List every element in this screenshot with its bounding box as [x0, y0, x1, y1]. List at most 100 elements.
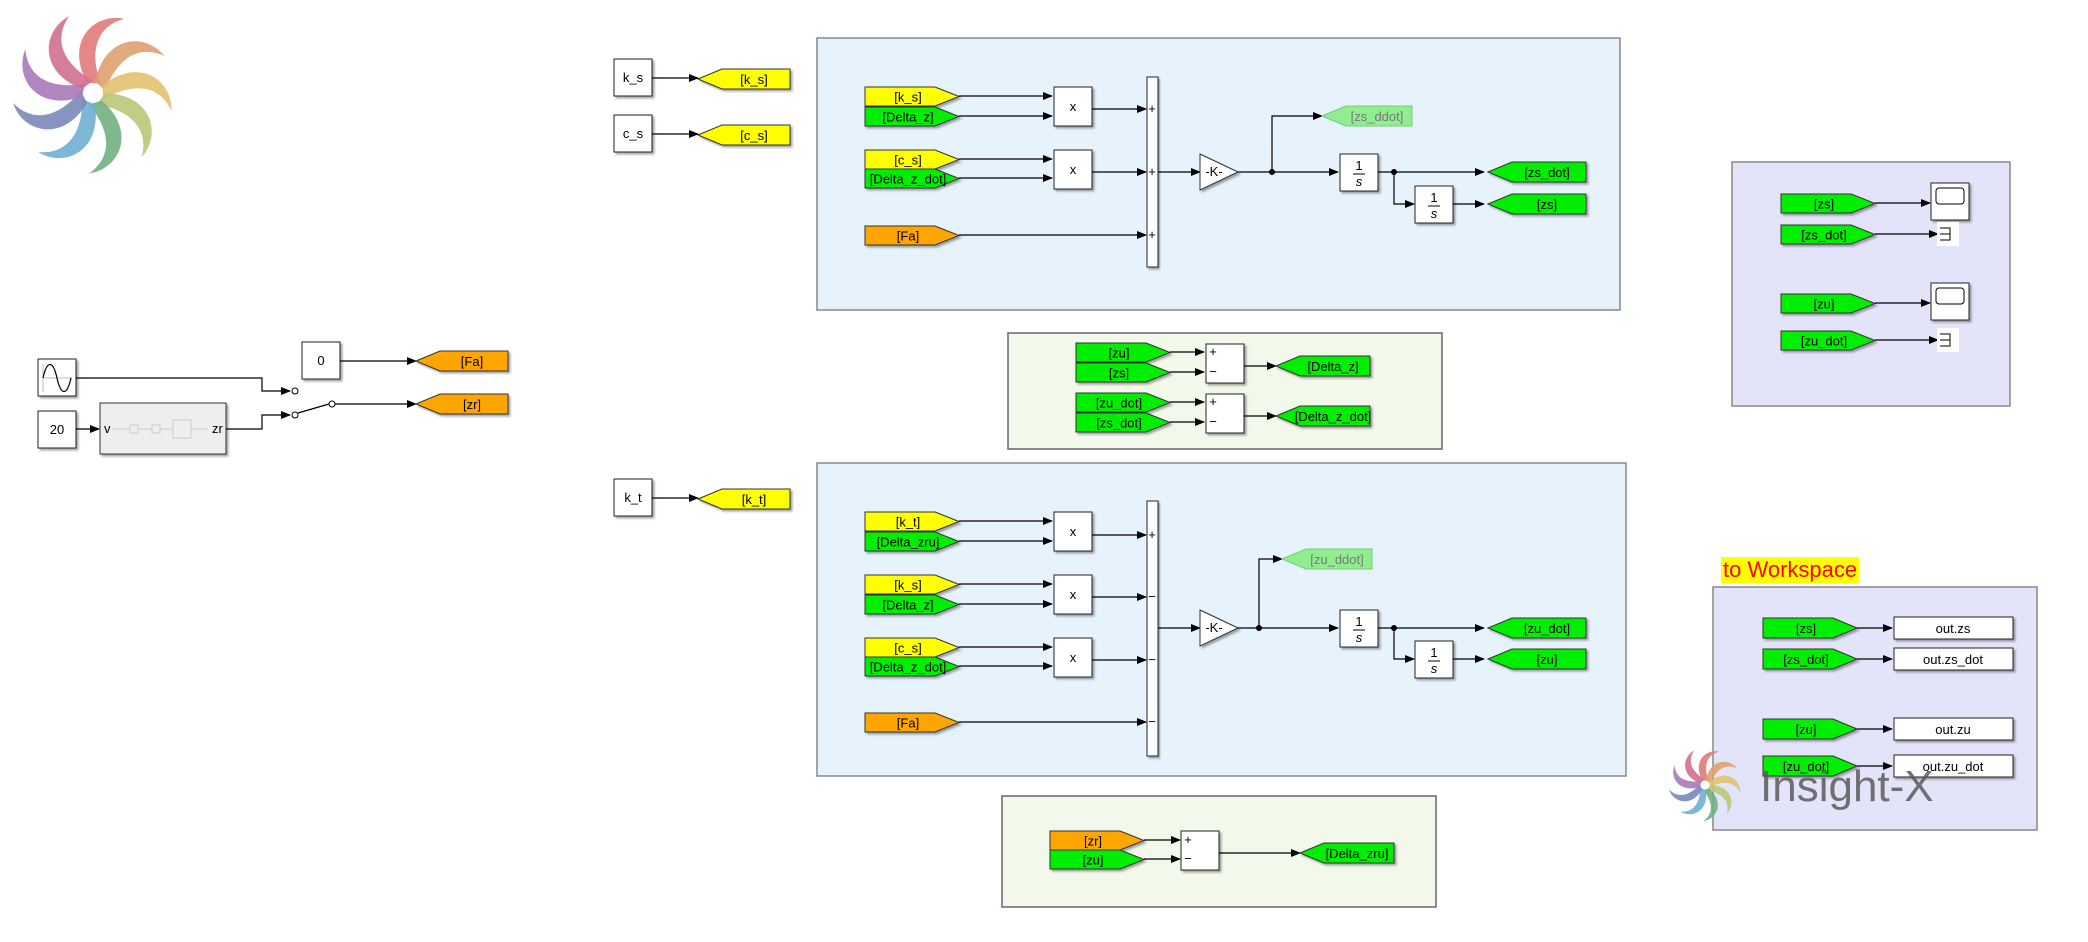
sum-sign: −	[1209, 414, 1217, 429]
tag-label: [Delta_zru]	[1326, 846, 1389, 861]
constant-0-block[interactable]: 0	[301, 341, 341, 380]
tag-label: [zs]	[1109, 366, 1129, 381]
goto-zu-dot[interactable]: [zu_dot]	[1486, 617, 1587, 639]
tag-label: [zu_ddot]	[1310, 552, 1364, 567]
road-profile-subsystem[interactable]: v zr	[99, 402, 227, 455]
from-tag[interactable]: [zu]	[1075, 342, 1172, 363]
brand-watermark: Insight-X	[1760, 762, 1934, 811]
param-k_s-block[interactable]: k_s	[613, 58, 653, 97]
constant-20-block[interactable]: 20	[37, 410, 77, 449]
integrator-velocity[interactable]: 1s	[1339, 609, 1379, 648]
sine-wave-block[interactable]	[37, 358, 77, 397]
from-tag[interactable]: [zu]	[1049, 849, 1146, 870]
from-tag[interactable]: [Delta_z_dot]	[864, 168, 961, 189]
goto-c_s[interactable]: [c_s]	[696, 124, 791, 146]
integrator-position[interactable]: 1s	[1414, 640, 1454, 679]
subtract-block[interactable]: +−	[1205, 343, 1245, 384]
from-tag[interactable]: [Delta_z]	[864, 594, 961, 615]
from-tag[interactable]: [k_s]	[864, 574, 961, 595]
from-tag[interactable]: [zu_dot]	[1762, 755, 1859, 777]
from-tag[interactable]: [Delta_z_dot]	[864, 656, 961, 677]
terminator-block[interactable]	[1937, 222, 1959, 246]
from-tag[interactable]: [c_s]	[864, 637, 961, 658]
subsystem-out-port: zr	[212, 421, 224, 436]
integrator-numerator: 1	[1430, 645, 1437, 660]
tag-label: [zu_dot]	[1783, 759, 1829, 774]
product-block[interactable]: x	[1053, 149, 1093, 190]
tag-label: [zs_dot]	[1524, 165, 1570, 180]
scope-block[interactable]	[1930, 182, 1970, 221]
tag-label: [Delta_z]	[1307, 359, 1358, 374]
integrator-denominator: s	[1431, 206, 1438, 221]
from-tag[interactable]: [k_s]	[864, 86, 961, 107]
gain-block[interactable]: -K-	[1199, 609, 1240, 647]
tag-label: [zu_dot]	[1524, 621, 1570, 636]
product-block[interactable]: x	[1053, 637, 1093, 678]
tag-label: [c_s]	[894, 641, 921, 656]
param-k_t-block[interactable]: k_t	[613, 478, 653, 517]
from-tag[interactable]: [k_t]	[864, 511, 961, 532]
product-block[interactable]: x	[1053, 86, 1093, 127]
from-tag[interactable]: [zs_dot]	[1780, 224, 1877, 245]
tag-label: [zs_dot]	[1801, 228, 1847, 243]
from-tag-fa[interactable]: [Fa]	[864, 225, 961, 246]
goto-zs-dot[interactable]: [zs_dot]	[1486, 161, 1587, 183]
subtract-block[interactable]: +−	[1180, 830, 1220, 871]
integrator-velocity[interactable]: 1s	[1339, 153, 1379, 192]
to-workspace-block[interactable]: out.zs	[1893, 616, 2014, 640]
to-workspace-block[interactable]: out.zu	[1893, 717, 2014, 741]
from-tag[interactable]: [zu_dot]	[1780, 330, 1877, 351]
scope-block[interactable]	[1930, 282, 1970, 321]
goto-delta-zru[interactable]: [Delta_zru]	[1298, 842, 1395, 864]
to-workspace-block[interactable]: out.zs_dot	[1893, 647, 2014, 671]
tag-label: [k_t]	[896, 515, 921, 530]
from-tag-zr[interactable]: [zr]	[1049, 830, 1146, 851]
tag-label: [Delta_z_dot]	[1295, 409, 1372, 424]
from-tag[interactable]: [Delta_z]	[864, 106, 961, 127]
goto-fa[interactable]: [Fa]	[414, 350, 509, 372]
goto-delta[interactable]: [Delta_z_dot]	[1274, 405, 1372, 427]
product-block[interactable]: x	[1053, 574, 1093, 615]
sum-sign: +	[1209, 344, 1217, 359]
sum-sign: −	[1148, 652, 1156, 667]
from-tag[interactable]: [zs]	[1780, 193, 1877, 214]
to-workspace-block[interactable]: out.zu_dot	[1893, 754, 2014, 778]
from-tag[interactable]: [zs]	[1075, 362, 1172, 383]
from-tag[interactable]: [zu]	[1780, 293, 1877, 314]
subtract-block[interactable]: +−	[1205, 393, 1245, 434]
integrator-denominator: s	[1356, 630, 1363, 645]
goto-k_s[interactable]: [k_s]	[696, 68, 791, 90]
from-tag[interactable]: [zu_dot]	[1075, 392, 1172, 413]
sine-wave-icon	[42, 363, 72, 393]
goto-zu-ddot[interactable]: [zu_ddot]	[1280, 548, 1373, 570]
param-label: k_t	[624, 490, 642, 505]
param-c_s-block[interactable]: c_s	[613, 114, 653, 153]
from-tag[interactable]: [zs_dot]	[1762, 648, 1859, 670]
goto-zu[interactable]: [zu]	[1486, 648, 1587, 670]
tag-label: [c_s]	[894, 153, 921, 168]
sum-block[interactable]: +−−−	[1146, 500, 1159, 757]
gain-block[interactable]: -K-	[1199, 153, 1240, 191]
goto-zs-ddot[interactable]: [zs_ddot]	[1320, 105, 1413, 127]
product-block[interactable]: x	[1053, 511, 1093, 552]
manual-switch[interactable]	[76, 377, 417, 430]
workspace-variable: out.zs_dot	[1923, 652, 1983, 667]
goto-zr[interactable]: [zr]	[414, 393, 509, 415]
from-tag[interactable]: [zs]	[1762, 617, 1859, 639]
tag-label: [zu]	[1109, 346, 1130, 361]
goto-zs[interactable]: [zs]	[1486, 193, 1587, 215]
from-tag[interactable]: [c_s]	[864, 149, 961, 170]
from-tag-fa[interactable]: [Fa]	[864, 712, 961, 733]
from-tag[interactable]: [Delta_zru]	[864, 531, 961, 552]
workspace-title: to Workspace	[1721, 557, 1860, 583]
goto-k_t[interactable]: [k_t]	[696, 488, 791, 510]
subsystem-in-port: v	[104, 421, 111, 436]
from-tag[interactable]: [zu]	[1762, 718, 1859, 740]
sum-block[interactable]: +++	[1146, 76, 1159, 268]
from-tag[interactable]: [zs_dot]	[1075, 412, 1172, 433]
tag-label: [Fa]	[897, 716, 919, 731]
goto-delta[interactable]: [Delta_z]	[1274, 355, 1371, 377]
integrator-position[interactable]: 1s	[1414, 185, 1454, 224]
tag-label: [Delta_z]	[882, 598, 933, 613]
terminator-block[interactable]	[1937, 328, 1959, 352]
